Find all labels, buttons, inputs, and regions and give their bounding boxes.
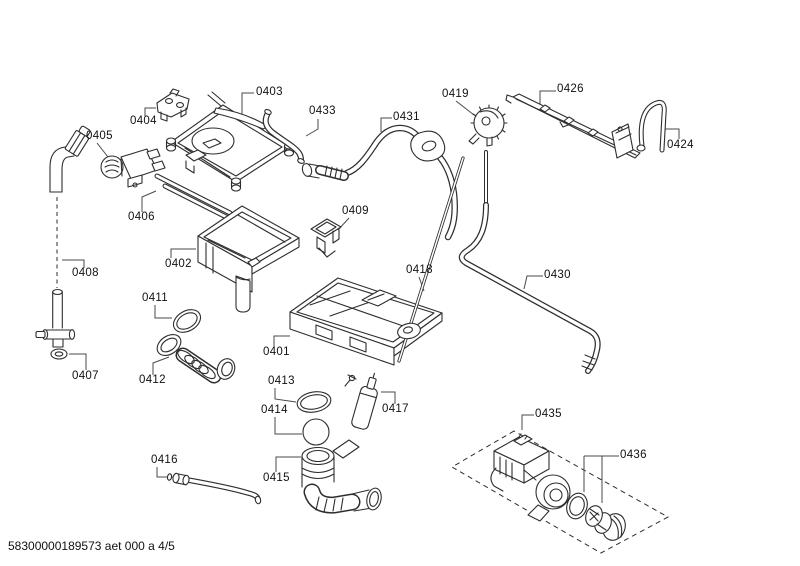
part-label-0402: 0402 bbox=[165, 258, 192, 270]
part-label-0407: 0407 bbox=[72, 370, 99, 382]
part-label-0404: 0404 bbox=[130, 115, 157, 127]
part-label-0412: 0412 bbox=[139, 374, 166, 386]
leader-0414 bbox=[274, 417, 302, 435]
part-label-0418: 0418 bbox=[406, 264, 433, 276]
part-label-0413: 0413 bbox=[268, 375, 295, 387]
leader-0408 bbox=[62, 259, 85, 268]
part-label-0436: 0436 bbox=[620, 449, 647, 461]
leader-0435 bbox=[521, 414, 534, 430]
leader-0433 bbox=[305, 119, 319, 137]
leader-0411 bbox=[154, 305, 172, 319]
leader-0424 bbox=[665, 128, 680, 139]
part-0417-check-valve-drawing bbox=[344, 372, 378, 430]
part-0406-tubes-drawing bbox=[154, 173, 241, 226]
part-label-0417: 0417 bbox=[382, 403, 409, 415]
part-0405-inlet-valve-drawing bbox=[100, 148, 166, 188]
part-0435-drain-pump-drawing bbox=[490, 433, 571, 522]
leader-0419 bbox=[455, 100, 475, 116]
part-label-0409: 0409 bbox=[342, 205, 369, 217]
part-0415-pump-elbow-hose-drawing bbox=[301, 439, 382, 514]
document-number-footer: 58300000189573 aet 000 a 4/5 bbox=[8, 539, 175, 553]
part-label-0431: 0431 bbox=[393, 111, 420, 123]
part-label-0401: 0401 bbox=[263, 346, 290, 358]
part-0433-hose-drawing bbox=[262, 108, 305, 164]
part-0409-clip-drawing bbox=[310, 218, 342, 258]
part-0401-detergent-drawer-drawing bbox=[289, 277, 443, 366]
part-label-0408: 0408 bbox=[72, 267, 99, 279]
part-label-0433: 0433 bbox=[309, 105, 336, 117]
leader-0413 bbox=[274, 388, 297, 403]
leader-0417 bbox=[381, 391, 396, 404]
part-0418-rod-grommet-drawing bbox=[397, 156, 465, 363]
leader-0404 bbox=[144, 107, 156, 116]
part-label-0419: 0419 bbox=[442, 88, 469, 100]
part-label-0416: 0416 bbox=[151, 454, 178, 466]
part-label-0403: 0403 bbox=[256, 86, 283, 98]
part-0426-rail-drawing bbox=[505, 93, 641, 159]
part-label-0435: 0435 bbox=[535, 408, 562, 420]
part-label-0430: 0430 bbox=[544, 269, 571, 281]
part-0413-o-ring-drawing bbox=[296, 391, 332, 413]
part-0416-hose-drawing bbox=[166, 472, 262, 505]
part-0414-ball-drawing bbox=[302, 418, 330, 446]
part-0404-bracket-drawing bbox=[156, 88, 190, 122]
part-0411-o-ring-drawing bbox=[172, 309, 202, 333]
part-0424-hook-clip-drawing bbox=[636, 99, 667, 153]
leader-0403 bbox=[241, 92, 254, 118]
part-0408-inlet-pipe-drawing bbox=[35, 125, 91, 348]
leader-lines bbox=[62, 90, 680, 503]
part-label-0411: 0411 bbox=[142, 292, 168, 304]
leader-0430 bbox=[523, 275, 543, 290]
pump-assembly-dashed-box bbox=[451, 430, 670, 554]
leader-0431 bbox=[380, 117, 392, 132]
part-0403-cover-frame-drawing bbox=[165, 91, 295, 192]
part-0436-pump-filter-drawing bbox=[566, 492, 626, 541]
leader-0406 bbox=[141, 190, 157, 212]
part-0419-pressure-switch-drawing bbox=[468, 104, 508, 147]
leader-0405 bbox=[96, 142, 109, 158]
leader-0407 bbox=[69, 353, 87, 370]
part-0407-seal-washer-drawing bbox=[50, 348, 68, 360]
part-0431-hose-drawing bbox=[301, 124, 458, 241]
part-label-0424: 0424 bbox=[667, 139, 694, 151]
leader-0412 bbox=[152, 356, 170, 375]
part-0430-pressure-hose-drawing bbox=[458, 150, 601, 374]
part-0402-dispenser-housing-drawing bbox=[197, 205, 300, 313]
part-label-0405: 0405 bbox=[86, 130, 113, 142]
leader-0401 bbox=[273, 335, 290, 347]
part-label-0415: 0415 bbox=[263, 472, 290, 484]
part-label-0426: 0426 bbox=[557, 83, 584, 95]
leader-0436 bbox=[583, 455, 619, 503]
leader-0415 bbox=[275, 456, 301, 472]
part-label-0406: 0406 bbox=[128, 211, 155, 223]
leader-0426 bbox=[539, 90, 556, 105]
leader-0402 bbox=[170, 248, 196, 258]
part-label-0414: 0414 bbox=[261, 404, 288, 416]
part-0412-bellows-hose-drawing bbox=[156, 333, 236, 384]
